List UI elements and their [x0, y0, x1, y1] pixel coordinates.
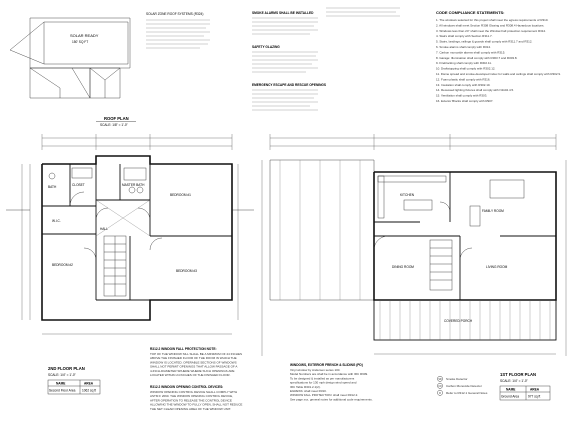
- code-compliance-item: 6. Smoke alarms shall comply with R314.: [436, 45, 491, 49]
- solar-ready-label: SOLAR READY: [70, 33, 99, 38]
- first-floor-stairs: [429, 239, 453, 291]
- code-compliance-item: 10. Draftstopping shall comply with R302…: [436, 67, 496, 71]
- room-label-family: FAMILY ROOM: [482, 209, 504, 213]
- windows-note-line: To be designed & installed as per manufa…: [290, 376, 355, 380]
- room-label-hall: HALL: [100, 227, 108, 231]
- code-compliance-item: 13. Insulation shall comply with R302.10…: [436, 83, 491, 87]
- windows-note-line: Vinyl window by Andersen series 100.: [290, 368, 340, 372]
- room-label-wic: W.I.C.: [52, 219, 61, 223]
- legend-symbol-text: CO: [438, 385, 442, 388]
- egress-notes-title: EMERGENCY ESCAPE AND RESCUE OPENINGS: [252, 83, 326, 87]
- room-label-bedroom-2: BEDROOM #2: [52, 263, 73, 267]
- table-row-area: 1062 sq ft: [82, 389, 96, 393]
- fall-protection-line: 4-INCH-DIAMETER SPHERE WHERE SUCH OPENIN…: [150, 369, 235, 373]
- windows-note-line: IRC Table R301.2.1(2).: [290, 385, 321, 389]
- room-label-living: LIVING ROOM: [486, 265, 508, 269]
- room-label-bedroom-1: BEDROOM #1: [170, 193, 191, 197]
- roof-plan-scale: SCALE: 1/8" = 1'-0": [100, 123, 128, 127]
- window-fall-notes: R312.2 WINDOW FALL PROTECTION NOTE: TOP …: [150, 347, 242, 411]
- fall-protection-line: SHALL NOT PERMIT OPENINGS THAT ALLOW PAS…: [150, 365, 237, 369]
- legend-symbol-icon: [437, 382, 443, 389]
- first-floor-title: 1ST FLOOR PLAN: [500, 372, 536, 377]
- code-compliance-item: 8. Garage: Illumination shall comply wit…: [436, 56, 518, 60]
- fall-protection-text: TOP OF THE WINDOW SILL SHALL BE A MINIMU…: [150, 352, 242, 377]
- code-compliance-item: 2. All windows shall meet Section R308 G…: [436, 23, 545, 27]
- fall-protection-line: LOCATED WITHIN 24 INCHES OF THE FINISHED…: [150, 373, 231, 377]
- windows-note-line: EGRESS: shall meet R310.: [290, 389, 327, 393]
- windows-notes-title: WINDOWS, EXTERIOR FRENCH & SLIDING (PD): [290, 363, 363, 367]
- first-floor-area-table: NAME AREA Ground Area 977 sq ft: [499, 385, 551, 401]
- opening-control-line: ASTM F 2090. THE WINDOW OPENING CONTROL …: [150, 394, 233, 398]
- room-label-closet: CLOSET: [72, 183, 85, 187]
- roof-plan-title: ROOF PLAN: [104, 116, 129, 121]
- second-floor-scale: SCALE: 1/4" = 1'-0": [48, 373, 76, 377]
- table-row-name: Second Floor Area: [49, 389, 76, 393]
- fall-protection-line: TOP OF THE WINDOW SILL SHALL BE A MINIMU…: [150, 352, 242, 356]
- solar-notes-title: SOLAR ZONE ROOF SYSTEMS (R324): [146, 12, 203, 16]
- code-compliance-item: 14. Recessed lighting fixtures shall com…: [436, 88, 514, 92]
- opening-control-line: ALLOWING THE WINDOW TO FULLY OPEN, SHALL…: [150, 403, 242, 407]
- code-compliance-item: 3. Windows less than 24" shall meet the …: [436, 29, 546, 33]
- legend-label: Carbon Monoxide Detector: [446, 384, 482, 388]
- code-compliance-item: 11. Flame spread and smoke-developed ind…: [436, 72, 561, 76]
- code-compliance-list: 1. The windows selected for this project…: [436, 18, 561, 103]
- second-floor-plan: BATH CLOSET MASTER BATH BEDROOM #1 BEDRO…: [6, 134, 254, 395]
- code-compliance-title: CODE COMPLIANCE STATEMENTS:: [436, 10, 505, 15]
- code-compliance-item: 16. Exterior Blocks shall comply with R9…: [436, 99, 494, 103]
- table-header-name: NAME: [56, 382, 65, 386]
- opening-control-title: R312.2 WINDOW OPENING CONTROL DEVICES:: [150, 385, 223, 389]
- opening-control-text: WINDOW OPENING CONTROL DEVICE SHALL COMP…: [150, 390, 242, 411]
- code-compliance-item: 4. Stairs shall comply with Section R311…: [436, 34, 493, 38]
- smoke-notes-title: SMOKE ALARMS SHALL BE INSTALLED: [252, 11, 314, 15]
- windows-note-line: Model Numbers are shall be in accordance…: [290, 372, 368, 376]
- legend-label: Refer to R312.1 General Notes: [446, 391, 488, 395]
- code-compliance-item: 12. Foam plastic shall comply with R316.: [436, 77, 491, 81]
- safety-glazing-title: SAFETY GLAZING: [252, 45, 280, 49]
- legend-symbol-icon: [437, 375, 443, 382]
- room-label-kitchen: KITCHEN: [400, 193, 415, 197]
- room-label-bath: BATH: [48, 185, 57, 189]
- windows-notes: WINDOWS, EXTERIOR FRENCH & SLIDING (PD) …: [290, 363, 373, 401]
- code-compliance-item: 9. Fireblocking shall comply with R302.1…: [436, 61, 492, 65]
- first-floor-scale: SCALE: 1/4" = 1'-0": [500, 379, 528, 383]
- table-header-area: AREA: [84, 382, 94, 386]
- opening-control-line: WINDOW OPENING CONTROL DEVICE SHALL COMP…: [150, 390, 237, 394]
- fall-protection-line: WINDOW IS LOCATED. OPERABLE SECTIONS OF …: [150, 360, 237, 364]
- table-row-area: 977 sq ft: [528, 395, 540, 399]
- code-compliance-item: 15. Ventilation shall comply with R303.: [436, 94, 487, 98]
- table-row-name: Ground Area: [501, 395, 519, 399]
- code-compliance-item: 7. Carbon monoxide alarms shall comply w…: [436, 50, 505, 54]
- windows-note-line: specifications for 130 mph design wind s…: [290, 381, 357, 385]
- code-compliance: CODE COMPLIANCE STATEMENTS: 1. The windo…: [436, 10, 561, 103]
- legend-symbol-text: SD: [438, 378, 442, 381]
- room-label-dining: DINING ROOM: [392, 265, 414, 269]
- second-floor-stairs: [103, 235, 127, 297]
- room-label-bedroom-3: BEDROOM #3: [176, 269, 197, 273]
- code-compliance-item: 1. The windows selected for this project…: [436, 18, 549, 22]
- opening-control-line: AFTER OPERATION TO RELEASE THE CONTROL D…: [150, 398, 232, 402]
- second-floor-title: 2ND FLOOR PLAN: [48, 366, 85, 371]
- fall-protection-title: R312.2 WINDOW FALL PROTECTION NOTE:: [150, 347, 217, 351]
- windows-note-line: See page xxx, general notes for addition…: [290, 397, 373, 401]
- legend-symbol-text: R: [439, 392, 441, 395]
- windows-notes-text: Vinyl window by Andersen series 100.Mode…: [290, 368, 373, 401]
- opening-control-line: THE NET CLEAR OPENING AREA OF THE WINDOW…: [150, 407, 231, 411]
- legend-symbol-icon: [437, 389, 443, 396]
- room-label-master-bath: MASTER BATH: [122, 183, 145, 187]
- top-notes: SMOKE ALARMS SHALL BE INSTALLED SAFETY G…: [252, 7, 400, 111]
- room-label-porch: COVERED PORCH: [444, 319, 473, 323]
- roof-plan: SOLAR READY 150' SQ FT SOLAR ZONE ROOF S…: [9, 12, 210, 127]
- legend-label: Smoke Detector: [446, 377, 468, 381]
- fall-protection-line: ABOVE THE FINISHED FLOOR OF THE ROOM IN …: [150, 356, 237, 360]
- second-floor-area-table: NAME AREA Second Floor Area 1062 sq ft: [47, 379, 101, 395]
- solar-area-label: 150' SQ FT: [72, 40, 88, 44]
- windows-note-line: WINDOW FALL PROTECTION: shall meet R312.…: [290, 393, 358, 397]
- code-compliance-item: 5. Stairs, landings, railings & guards s…: [436, 40, 532, 44]
- table-header-name: NAME: [506, 388, 515, 392]
- table-header-area: AREA: [530, 388, 540, 392]
- first-floor-plan: KITCHEN FAMILY ROOM DINING ROOM LIVING R…: [261, 134, 567, 401]
